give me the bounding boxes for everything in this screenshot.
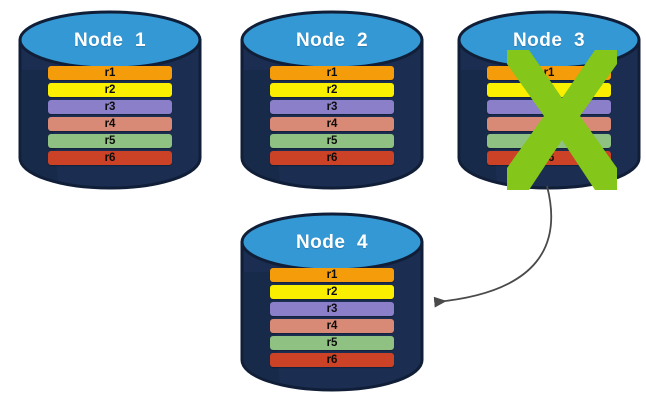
row-r6[interactable]: r6 [270,151,394,165]
row-r2[interactable]: r2 [48,83,172,97]
row-r6[interactable]: r6 [270,353,394,367]
row-label: r5 [104,135,116,147]
node-cylinder-4[interactable]: Node 4 r1 r2 r3 r4 r5 r6 [240,212,424,392]
row-label: r1 [326,269,338,281]
row-label: r1 [326,67,338,79]
row-label: r5 [326,135,338,147]
arrow-path [433,185,553,308]
node-title-4: Node 4 [295,232,369,253]
row-r3[interactable]: r3 [270,100,394,114]
row-label: r6 [326,152,338,164]
row-r2[interactable]: r2 [270,285,394,299]
node-rows-4: r1 r2 r3 r4 r5 r6 [270,268,394,367]
row-label: r3 [326,101,338,113]
row-r2[interactable]: r2 [270,83,394,97]
row-r3[interactable]: r3 [48,100,172,114]
row-label: r2 [104,84,116,96]
row-r4[interactable]: r4 [48,117,172,131]
row-r4[interactable]: r4 [270,319,394,333]
row-r3[interactable]: r3 [270,302,394,316]
row-label: r1 [104,67,116,79]
row-label: r2 [326,286,338,298]
row-r1[interactable]: r1 [270,268,394,282]
row-label: r4 [326,320,338,332]
row-r5[interactable]: r5 [270,134,394,148]
row-r5[interactable]: r5 [48,134,172,148]
node-rows-2: r1 r2 r3 r4 r5 r6 [270,66,394,165]
row-label: r5 [326,337,338,349]
row-label: r4 [104,118,116,130]
row-r4[interactable]: r4 [270,117,394,131]
node-title-3: Node 3 [512,30,586,51]
row-r5[interactable]: r5 [270,336,394,350]
node-title-1: Node 1 [73,30,147,51]
row-label: r6 [104,152,116,164]
row-label: r6 [326,354,338,366]
row-label: r2 [326,84,338,96]
node-title-2: Node 2 [295,30,369,51]
node-cylinder-1[interactable]: Node 1 r1 r2 r3 r4 r5 r6 [18,10,202,190]
node-cylinder-2[interactable]: Node 2 r1 r2 r3 r4 r5 r6 [240,10,424,190]
row-label: r3 [104,101,116,113]
row-label: r3 [326,303,338,315]
row-r1[interactable]: r1 [48,66,172,80]
node-rows-1: r1 r2 r3 r4 r5 r6 [48,66,172,165]
row-r6[interactable]: r6 [48,151,172,165]
row-label: r4 [326,118,338,130]
row-r1[interactable]: r1 [270,66,394,80]
